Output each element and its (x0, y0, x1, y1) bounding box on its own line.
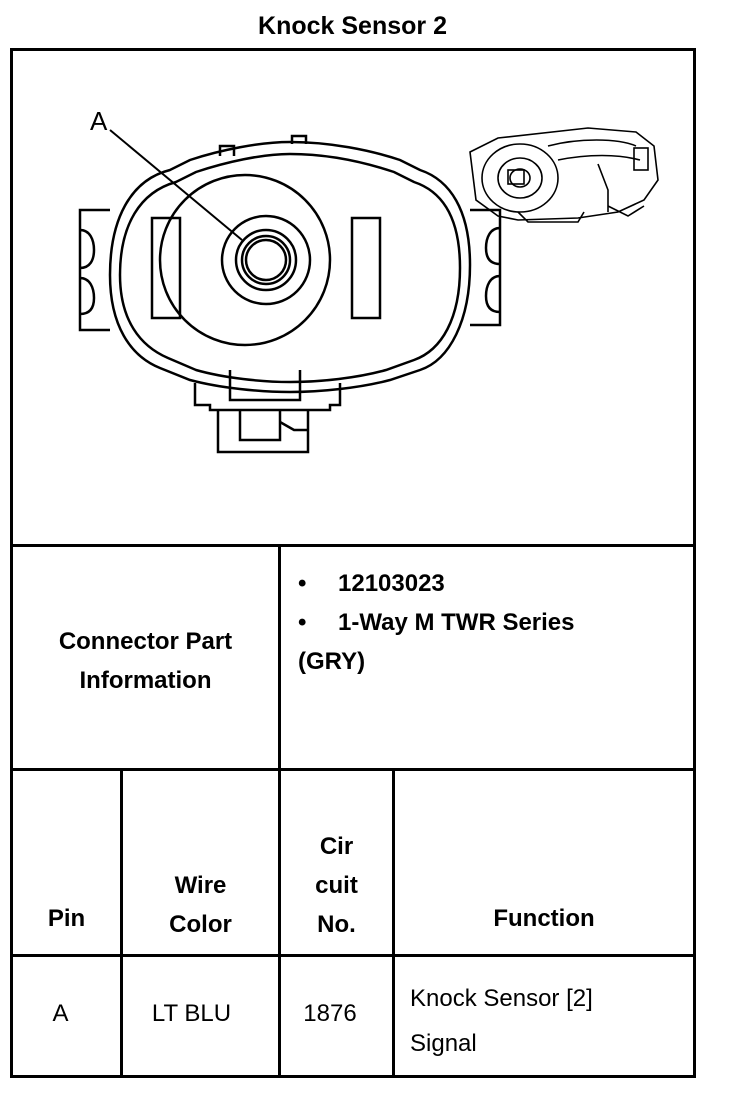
row-circuit: 1876 (303, 1000, 357, 1027)
header-wire-color-line1: Wire (174, 872, 227, 899)
header-wire-color-line2: Color (169, 911, 232, 938)
header-wire-color: Wire Color (123, 866, 278, 944)
divider-part-info-col (278, 544, 281, 1078)
connector-table (10, 48, 696, 1078)
header-circuit-line1: Cir (319, 833, 354, 860)
part-number-item: • 12103023 (298, 564, 688, 603)
callout-label-a: A (90, 106, 108, 136)
part-number: 12103023 (338, 570, 445, 597)
bullet: • (298, 609, 307, 636)
header-circuit-line2: cuit (315, 872, 358, 899)
divider-circuit-col (392, 768, 395, 1078)
part-info-values: • 12103023 • 1-Way M TWR Series (GRY) (298, 564, 688, 681)
part-info-label-line1: Connector Part (58, 628, 233, 655)
sensor-illustration (469, 127, 659, 223)
divider-part-info (10, 768, 696, 771)
header-pin: Pin (47, 905, 86, 932)
series-name: 1-Way M TWR Series (338, 609, 575, 636)
divider-header (10, 954, 696, 957)
row-function: Knock Sensor [2] Signal (410, 976, 690, 1066)
page-title: Knock Sensor 2 (258, 12, 447, 40)
divider-pin-col (120, 768, 123, 1078)
series-item: • 1-Way M TWR Series (298, 603, 688, 642)
row-wire-color: LT BLU (151, 1000, 232, 1027)
divider-diagram (10, 544, 696, 547)
header-function: Function (493, 905, 595, 932)
header-circuit-no: Cir cuit No. (281, 827, 392, 944)
part-info-label-line2: Information (79, 667, 212, 694)
header-circuit-line3: No. (317, 911, 356, 938)
row-function-line2: Signal (410, 1030, 477, 1057)
row-pin: A (52, 1000, 69, 1027)
part-info-label: Connector Part Information (13, 622, 278, 700)
series-color: (GRY) (298, 648, 366, 675)
row-function-line1: Knock Sensor [2] (410, 985, 593, 1012)
bullet: • (298, 570, 307, 597)
connector-face-diagram: A (78, 106, 502, 454)
